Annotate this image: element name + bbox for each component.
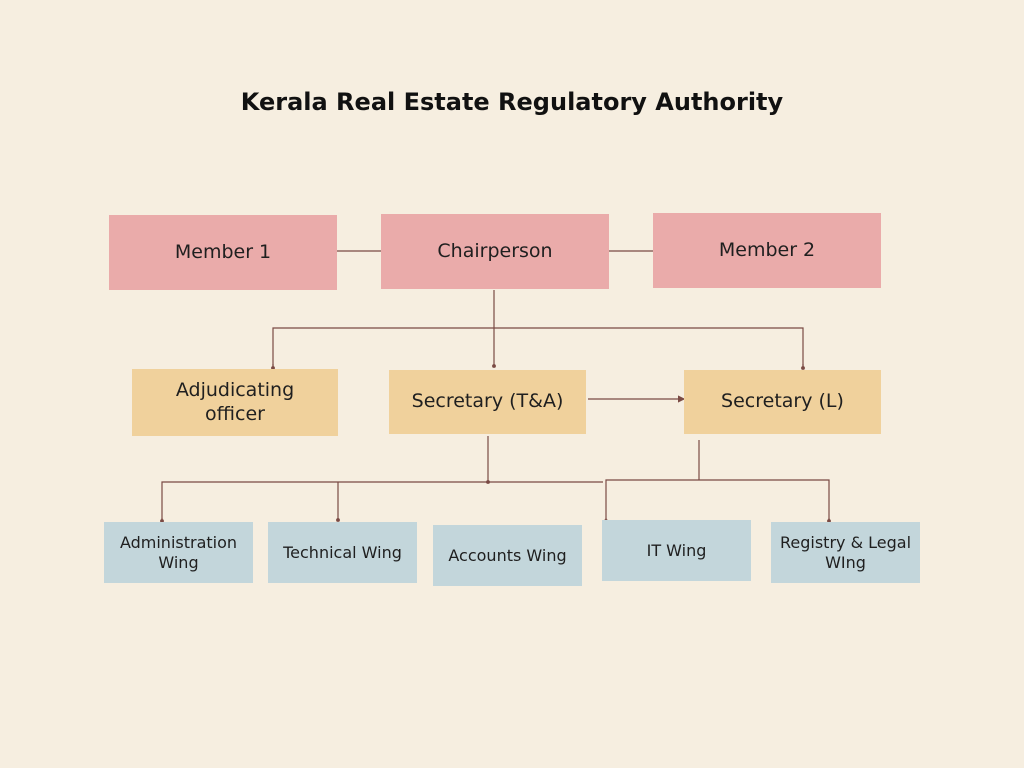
node-secretary-l: Secretary (L) — [684, 370, 881, 434]
node-registry-legal-wing: Registry & Legal WIng — [771, 522, 920, 583]
line-sec-l-branch — [605, 479, 830, 520]
line-sec-ta-branch — [161, 481, 603, 520]
node-it-wing: IT Wing — [602, 520, 751, 581]
node-member-1: Member 1 — [109, 215, 337, 290]
node-technical-wing: Technical Wing — [268, 522, 417, 583]
chart-title: Kerala Real Estate Regulatory Authority — [240, 88, 784, 116]
node-chairperson: Chairperson — [381, 214, 609, 289]
node-administration-wing: Administration Wing — [104, 522, 253, 583]
node-accounts-wing: Accounts Wing — [433, 525, 582, 586]
node-secretary-ta: Secretary (T&A) — [389, 370, 586, 434]
line-chair-branch — [272, 327, 804, 366]
node-adjudicating-officer: Adjudicating officer — [132, 369, 338, 436]
node-member-2: Member 2 — [653, 213, 881, 288]
